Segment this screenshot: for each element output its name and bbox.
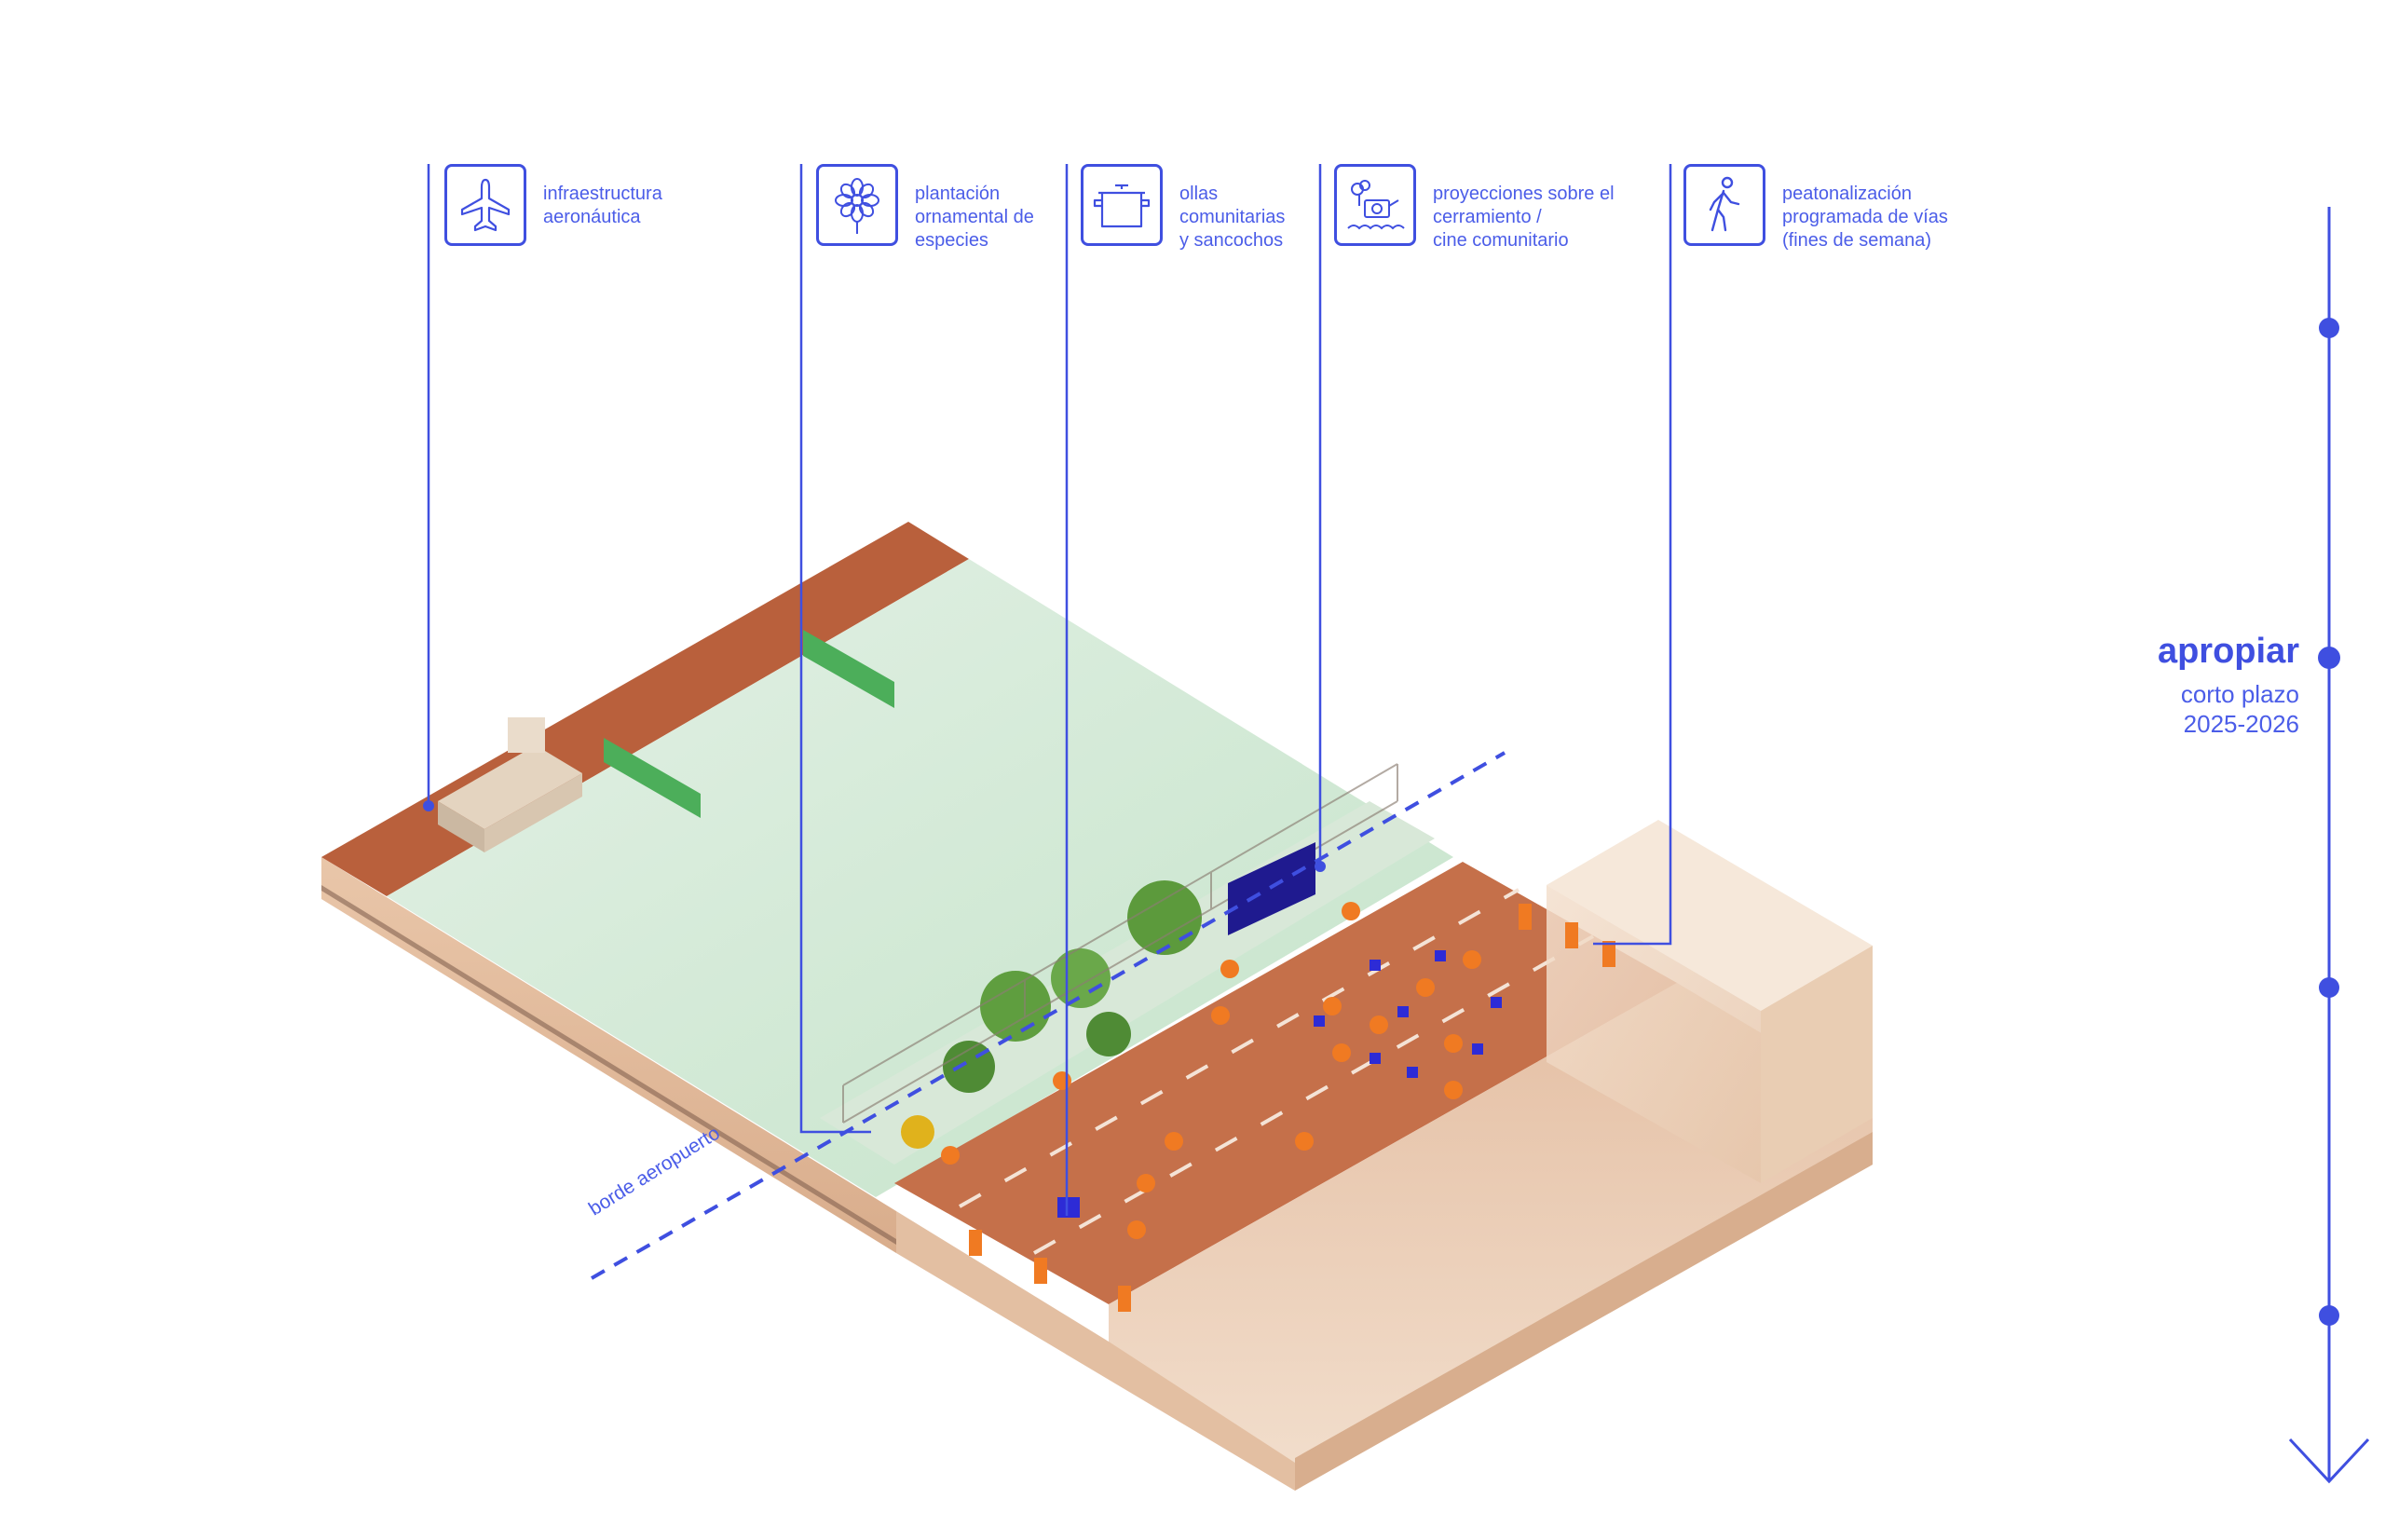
legend-text: infraestructura aeronáutica (543, 184, 662, 227)
timeline-dot-4[interactable] (2319, 1305, 2339, 1326)
timeline-dot-1[interactable] (2319, 318, 2339, 338)
phase-term: corto plazo (2180, 680, 2299, 708)
pedestrian-icon (1683, 164, 1765, 246)
phase-title: apropiar (2157, 632, 2299, 671)
people-and-cones (941, 902, 1615, 1312)
timeline-dot-3[interactable] (2319, 977, 2339, 998)
runway-field (387, 559, 1453, 1197)
pot-icon (1081, 164, 1163, 246)
airplane-icon (444, 164, 526, 246)
airport-tug-vehicle (438, 717, 582, 852)
leader-lines (427, 164, 1672, 1216)
legend-text: peatonalización programada de vías (fine… (1782, 184, 1948, 251)
ground-slab (321, 857, 896, 1253)
runway-signs (604, 630, 894, 818)
airport-edge-line (591, 751, 1506, 1280)
legend-text: plantación ornamental de especies (915, 184, 1034, 251)
timeline-axis (2288, 207, 2370, 1484)
projector-icon (1334, 164, 1416, 246)
legend-text: proyecciones sobre el cerramiento / cine… (1433, 184, 1615, 251)
road (894, 862, 1677, 1304)
concrete-block (1547, 820, 1873, 1183)
timeline-dot-2[interactable] (2318, 647, 2340, 669)
phase-years: 2025-2026 (2183, 710, 2299, 738)
blue-stools (1057, 950, 1502, 1218)
base-side (896, 1211, 1295, 1491)
flower-icon (816, 164, 898, 246)
legend-text: ollas comunitarias y sancochos (1179, 184, 1286, 251)
lane-markings (959, 888, 1594, 1255)
